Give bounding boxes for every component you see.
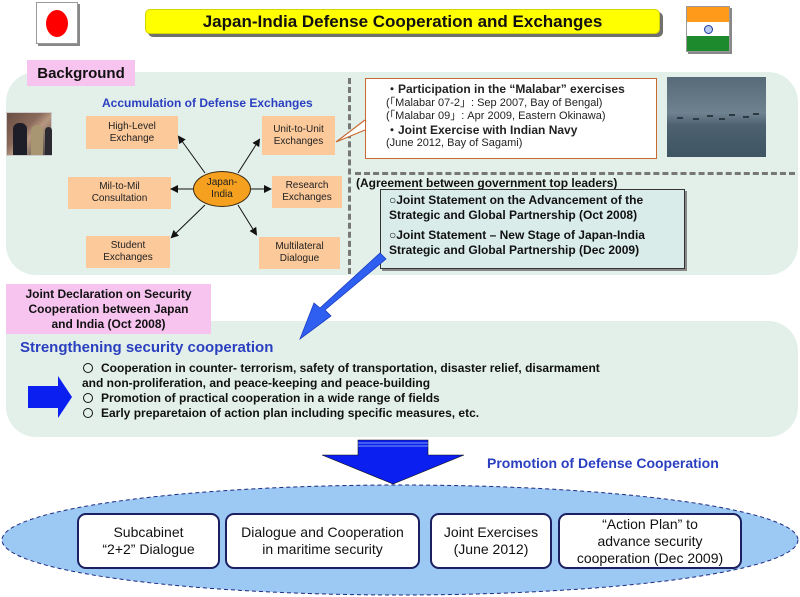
bullet-circle-icon (83, 393, 93, 403)
india-flag-green-band (687, 36, 729, 51)
india-flag-saffron-band (687, 7, 729, 22)
background-label: Background (27, 60, 135, 86)
box-line: advance security (597, 532, 703, 549)
down-arrow-icon (321, 439, 465, 485)
declaration-line: and India (Oct 2008) (51, 317, 166, 331)
statement-line: ○Joint Statement – New Stage of Japan-In… (389, 228, 645, 242)
exchanges-subheading: Accumulation of Defense Exchanges (102, 96, 313, 110)
page-title: Japan-India Defense Cooperation and Exch… (145, 9, 660, 34)
bullet-circle-icon (83, 408, 93, 418)
box-line: Multilateral (275, 241, 324, 252)
promotion-label: Promotion of Defense Cooperation (487, 455, 719, 471)
box-line: Consultation (91, 193, 148, 204)
box-line: Exchanges (273, 135, 324, 147)
box-line: in maritime security (262, 541, 383, 557)
malabar-09-detail: (「Malabar 09」: Apr 2009, Eastern Okinawa… (386, 110, 606, 122)
box-line: Dialogue and Cooperation (241, 524, 404, 540)
malabar-07-2-detail: (「Malabar 07-2」: Sep 2007, Bay of Bengal… (386, 96, 603, 109)
box-line: Joint Exercises (443, 524, 539, 540)
agreement-heading: (Agreement between government top leader… (356, 176, 618, 190)
security-cooperation-list: Cooperation in counter- terrorism, safet… (82, 361, 783, 421)
list-item-text: Early preparetaion of action plan includ… (101, 406, 480, 420)
list-item-text: and non-proliferation, and peace-keeping… (82, 376, 431, 390)
box-line: Dialogue (279, 253, 320, 264)
box-line: Subcabinet (113, 524, 184, 540)
box-line: Mil-to-Mil (99, 181, 140, 192)
statement-line: Strategic and Global Partnership (Oct 20… (389, 207, 638, 222)
declaration-line: Cooperation between Japan (28, 302, 189, 316)
box-line: (June 2012) (453, 541, 529, 557)
hub-line: Japan- (206, 177, 238, 188)
box-line: Exchanges (103, 252, 153, 263)
statement-line: ○Joint Statement on the Advancement of t… (389, 193, 644, 207)
declaration-line: Joint Declaration on Security (25, 287, 192, 301)
bullet-circle-icon (83, 363, 93, 373)
box-line: “Action Plan” to (602, 515, 698, 532)
japan-flag-sun-icon (46, 10, 68, 37)
list-item: Cooperation in counter- terrorism, safet… (83, 361, 783, 376)
list-item-text: Cooperation in counter- terrorism, safet… (101, 361, 600, 375)
malabar-exercises-callout: ・Participation in the “Malabar” exercise… (365, 78, 657, 159)
india-flag (686, 6, 730, 52)
japan-india-hub: Japan-India (193, 171, 251, 207)
box-line: Student (110, 240, 146, 251)
subcabinet-dialogue-box: Subcabinet“2+2” Dialogue (77, 513, 220, 569)
statement-line: Strategic and Global Partnership (Dec 20… (389, 242, 640, 257)
naval-ships-photo (667, 77, 766, 157)
box-line: Exchanges (282, 192, 332, 203)
list-item: Early preparetaion of action plan includ… (83, 406, 783, 421)
list-item-continuation: and non-proliferation, and peace-keeping… (82, 376, 783, 391)
handshake-photo (6, 112, 52, 156)
vertical-divider (348, 78, 351, 274)
joint-statement-2008: ○Joint Statement on the Advancement of t… (389, 193, 684, 222)
list-item-text: Promotion of practical cooperation in a … (101, 391, 440, 405)
security-cooperation-title: Strengthening security cooperation (20, 339, 274, 356)
joint-statement-2009: ○Joint Statement – New Stage of Japan-In… (389, 228, 684, 257)
box-line: Research (285, 180, 329, 191)
box-line: “2+2” Dialogue (102, 541, 195, 557)
malabar-heading: ・Participation in the “Malabar” exercise… (386, 82, 625, 96)
joint-exercises-box: Joint Exercises(June 2012) (430, 513, 552, 569)
box-line: Exchange (109, 132, 155, 144)
horizontal-divider (355, 172, 795, 175)
ashoka-chakra-icon (704, 25, 713, 34)
box-line: Unit-to-Unit (273, 123, 324, 135)
list-item: Promotion of practical cooperation in a … (83, 391, 783, 406)
joint-declaration-label: Joint Declaration on Security Cooperatio… (6, 284, 211, 334)
joint-statements-box: ○Joint Statement on the Advancement of t… (380, 189, 685, 269)
security-cooperation-panel (6, 321, 798, 437)
hub-line: India (211, 189, 233, 200)
japan-flag (36, 2, 78, 44)
joint-exercise-detail: (June 2012, Bay of Sagami) (386, 137, 523, 149)
box-line: cooperation (Dec 2009) (576, 549, 724, 566)
joint-exercise-heading: ・Joint Exercise with Indian Navy (386, 122, 578, 137)
box-line: High-Level (108, 120, 156, 132)
